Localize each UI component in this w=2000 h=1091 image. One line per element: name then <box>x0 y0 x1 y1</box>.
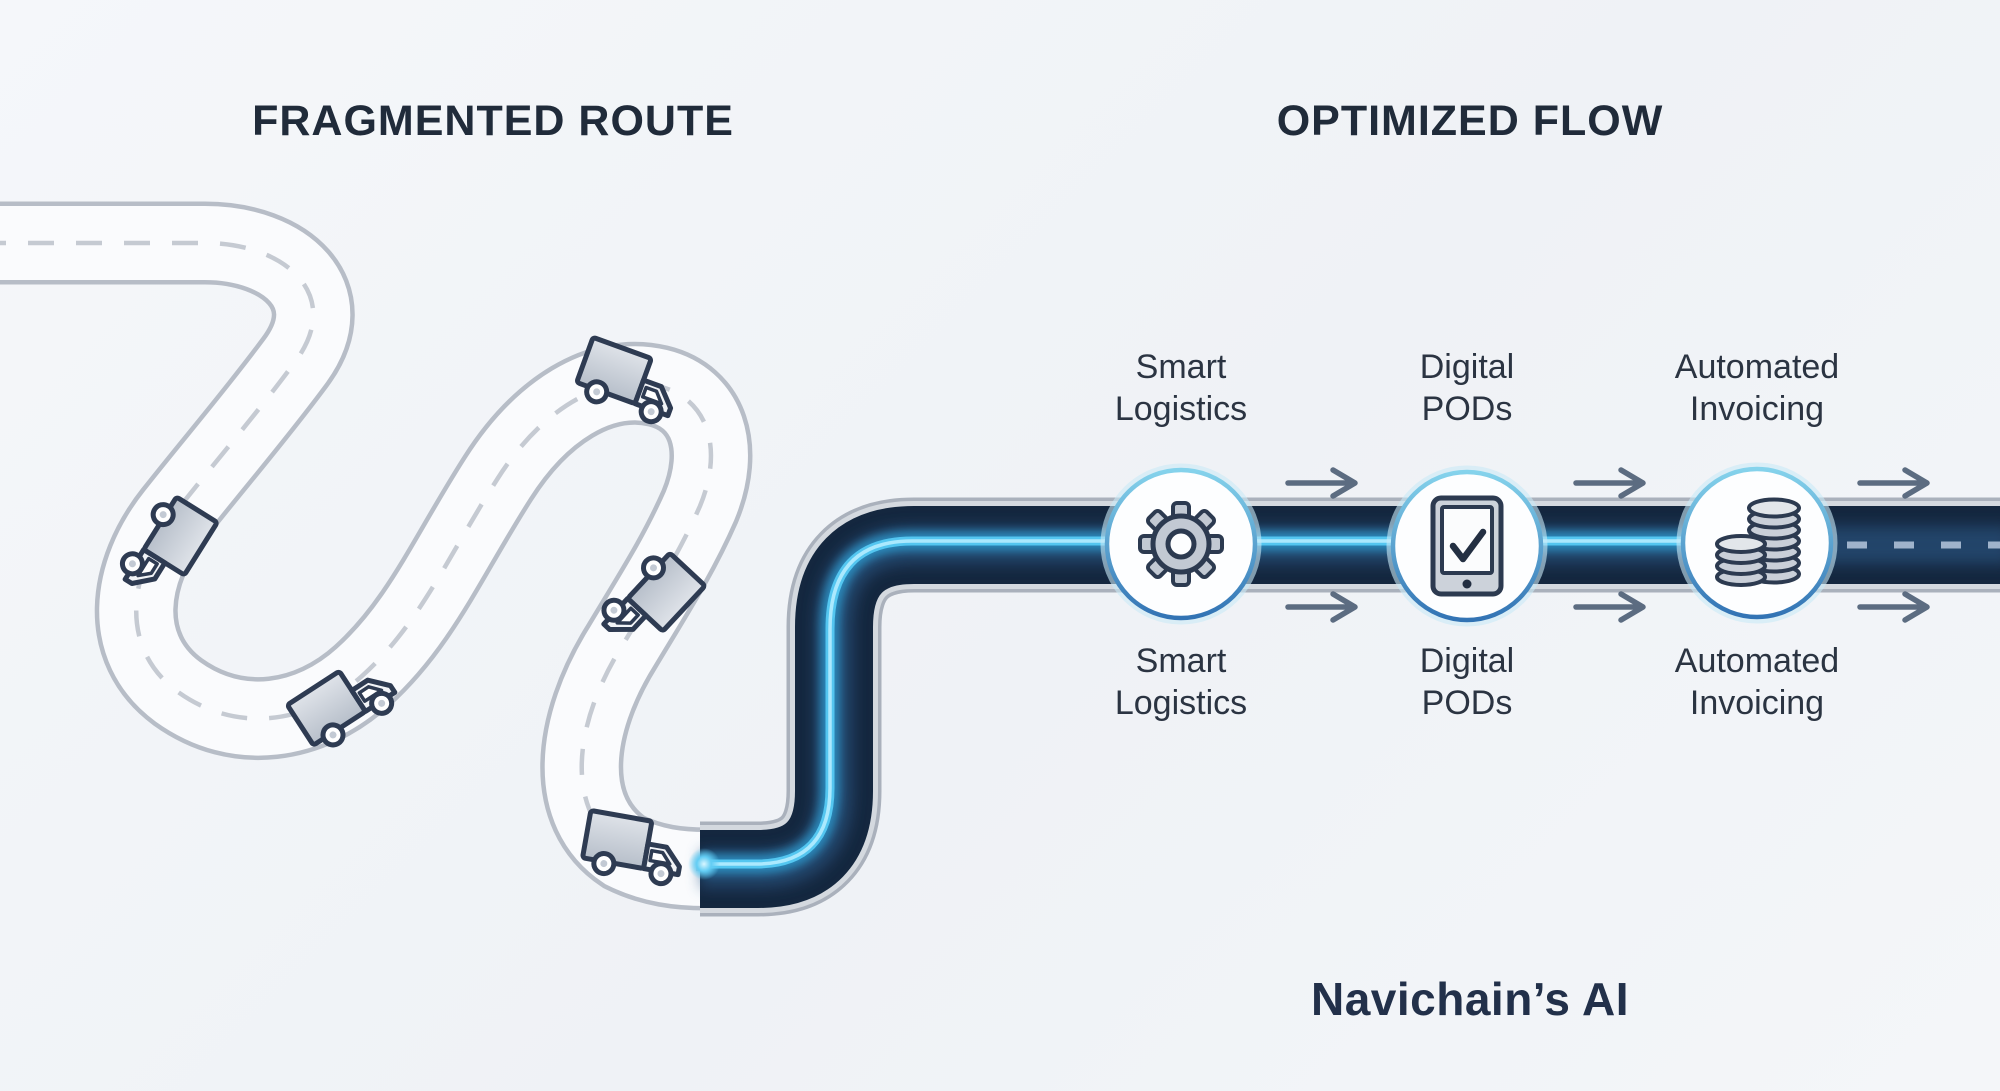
flow-arrow-icon <box>1860 594 1927 620</box>
flow-arrow-icon <box>1288 470 1355 496</box>
optimized-road <box>688 497 2000 917</box>
optimized-flow-title: OPTIMIZED FLOW <box>1276 97 1664 145</box>
station-label-line: PODs <box>1421 390 1513 428</box>
station-label-line: Automated <box>1674 642 1840 680</box>
station-label-top-automated-invoicing: Automated Invoicing <box>1675 346 1839 430</box>
station-label-line: Invoicing <box>1689 684 1825 722</box>
flow-arrow-icon <box>1860 470 1927 496</box>
station-label-line: PODs <box>1421 684 1513 722</box>
milestone-automated-invoicing <box>1676 462 1838 624</box>
milestone-halo <box>1676 462 1838 624</box>
gear-icon <box>1138 501 1224 587</box>
milestone-halo <box>1386 465 1548 627</box>
station-label-line: Digital <box>1419 642 1515 680</box>
coins-icon <box>1715 497 1801 587</box>
station-label-line: Smart <box>1135 642 1227 680</box>
flow-arrow-icon <box>1576 470 1643 496</box>
station-label-bottom-automated-invoicing: Automated Invoicing <box>1675 640 1839 724</box>
station-label-line: Logistics <box>1114 684 1248 722</box>
fragmented-road <box>0 201 753 911</box>
flow-arrow-icon <box>1576 594 1643 620</box>
milestone-smart-logistics <box>1100 463 1262 625</box>
station-label-top-smart-logistics: Smart Logistics <box>1115 346 1247 430</box>
stripe-start-glow <box>688 848 720 880</box>
flow-arrow-icon <box>1288 594 1355 620</box>
station-label-bottom-smart-logistics: Smart Logistics <box>1115 640 1247 724</box>
station-label-line: Smart <box>1135 348 1227 386</box>
tablet-check-icon <box>1430 495 1504 597</box>
cyan-stripe-core <box>702 539 1757 866</box>
milestone-halo <box>1100 463 1262 625</box>
fragmented-road-centerline <box>0 240 714 872</box>
station-label-line: Automated <box>1674 348 1840 386</box>
fragmented-route-title: FRAGMENTED ROUTE <box>252 97 734 145</box>
milestone-digital-pods <box>1386 465 1548 627</box>
station-label-bottom-digital-pods: Digital PODs <box>1420 640 1514 724</box>
station-label-line: Invoicing <box>1689 390 1825 428</box>
station-label-line: Digital <box>1419 348 1515 386</box>
brand-title: Navichain’s AI <box>1310 973 1630 1025</box>
station-label-top-digital-pods: Digital PODs <box>1420 346 1514 430</box>
station-label-line: Logistics <box>1114 390 1248 428</box>
